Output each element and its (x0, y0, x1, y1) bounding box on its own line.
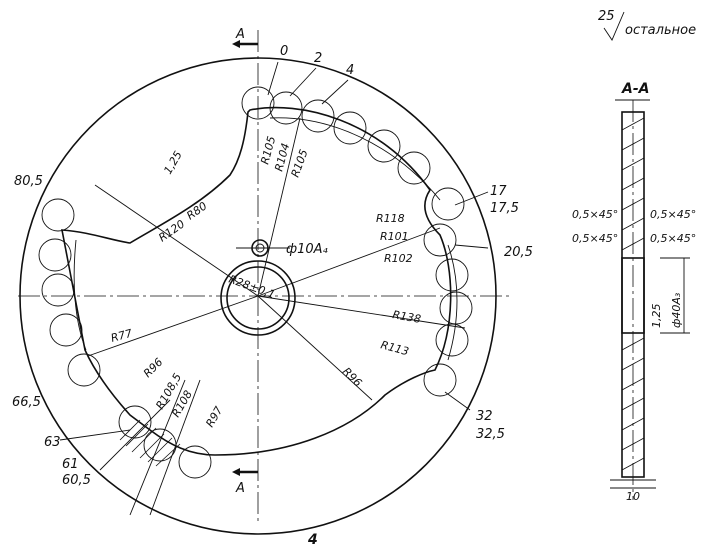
profile-point-66-5: 66,5 (12, 395, 41, 410)
bore-roughness-label: 1,25 (650, 304, 663, 329)
radius-r80: R80 (184, 199, 209, 222)
profile-point-4: 4 (346, 63, 354, 78)
roller-circle (41, 198, 75, 232)
cam-profile (61, 106, 452, 456)
profile-point-61: 61 (62, 457, 79, 472)
section-cut-markers (232, 40, 258, 476)
roller-circle (367, 129, 401, 163)
roller-circle (178, 445, 212, 479)
roller-circle (67, 353, 101, 387)
thickness-label: 10 (626, 490, 640, 503)
roller-circle (423, 223, 457, 257)
radius-r96a: R96 (340, 365, 364, 389)
section-title: A-A (621, 81, 649, 97)
pin-hole-label: ф10A₄ (286, 242, 329, 257)
profile-point-2: 2 (314, 51, 322, 66)
radius-r102: R102 (384, 252, 413, 265)
radius-r96b: R96 (141, 356, 165, 380)
roller-circle (397, 151, 431, 185)
profile-point-20-5: 20,5 (504, 245, 533, 260)
chamfer-label-2: 0,5×45° (650, 208, 696, 221)
figure-number: 4 (307, 532, 318, 548)
profile-point-0: 0 (280, 44, 288, 59)
radius-r120: R120 (156, 217, 187, 244)
roller-circle (49, 313, 83, 347)
roller-circle (431, 187, 465, 221)
profile-point-80-5: 80,5 (14, 174, 43, 189)
roughness-value: 25 (598, 9, 615, 24)
cut-mark-top: A (235, 27, 245, 42)
radius-r138: R138 (391, 308, 421, 326)
roller-circle (439, 291, 473, 325)
profile-point-32: 32 (476, 409, 493, 424)
roller-circle (118, 405, 152, 439)
roller-circle (241, 86, 275, 120)
center-hole-inner (226, 266, 290, 330)
main-roughness-label: 1,25 (161, 149, 185, 177)
bore-label: ф40A₃ (670, 292, 683, 328)
roller-circle (38, 238, 72, 272)
roller-circle (435, 258, 469, 292)
roller-circle (301, 99, 335, 133)
chamfer-label-1: 0,5×45° (572, 208, 618, 221)
dimension-lines (59, 61, 489, 516)
roller-circle (435, 323, 469, 357)
roller-circle (143, 428, 177, 462)
chamfer-label-4: 0,5×45° (650, 232, 696, 245)
center-hole-outer (220, 260, 296, 336)
radius-r97: R97 (203, 404, 225, 429)
radius-r101: R101 (380, 230, 409, 243)
radius-r118: R118 (376, 212, 405, 225)
profile-point-17-5: 17,5 (490, 201, 519, 216)
radius-r113: R113 (379, 338, 410, 358)
roller-circles (38, 86, 473, 479)
outer-rim-circle (19, 57, 497, 535)
profile-point-32-5: 32,5 (476, 427, 505, 442)
roller-circle (333, 111, 367, 145)
radius-r77: R77 (109, 327, 133, 345)
surface-roughness-symbol (603, 11, 625, 41)
roller-circle (269, 91, 303, 125)
roughness-note: остальное (625, 23, 696, 38)
section-view (610, 99, 690, 500)
chamfer-label-3: 0,5×45° (572, 232, 618, 245)
profile-point-63: 63 (44, 435, 61, 450)
roller-circle (423, 363, 457, 397)
profile-point-60-5: 60,5 (62, 473, 91, 488)
hatched-area (119, 419, 181, 467)
center-hole-label: R28±0,1 (227, 273, 277, 302)
cut-mark-bottom: A (235, 481, 245, 496)
roller-circle (41, 273, 75, 307)
profile-point-17: 17 (490, 184, 507, 199)
